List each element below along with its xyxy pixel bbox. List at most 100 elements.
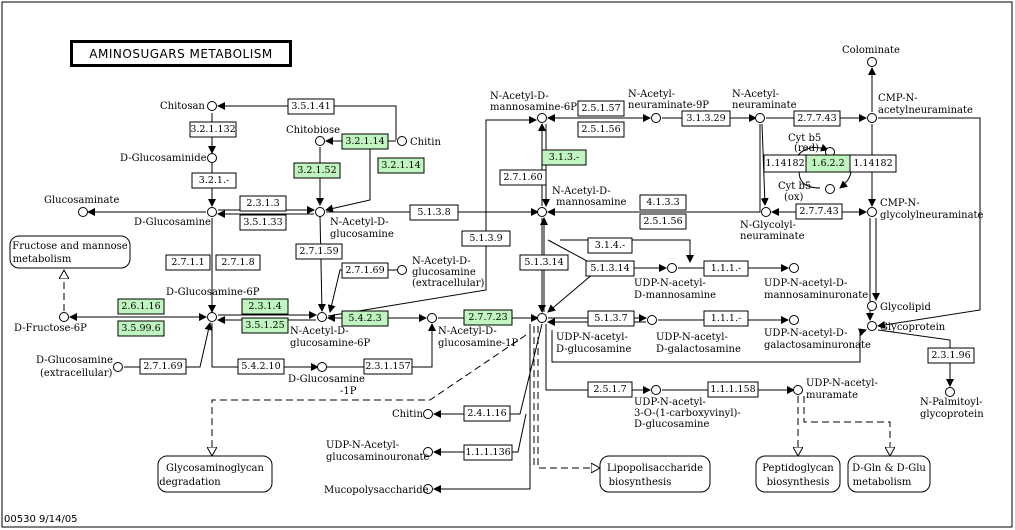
svg-text:5.4.2.10: 5.4.2.10 [241, 361, 280, 372]
label-glcnac-ex-2: glucosamine [412, 267, 476, 278]
svg-text:3.2.1.-: 3.2.1.- [199, 175, 229, 186]
label-glycolyl-1: N-Glycolyl- [740, 220, 796, 231]
label-glcnac6p-2: glucosamine-6P [290, 338, 371, 349]
map-lipopolysaccharide-biosynthesis[interactable]: Lipopolisaccharide biosynthesis [599, 455, 711, 493]
enzyme-2-5-1-56-a[interactable]: 2.5.1.56 [577, 121, 625, 138]
enzyme-2-5-1-57[interactable]: 2.5.1.57 [577, 100, 625, 117]
label-fru6p: D-Fructose-6P [14, 323, 87, 334]
label-glcnac-ex-1: N-Acetyl-D- [412, 256, 471, 267]
enzyme-3-2-1-14-b[interactable]: 3.2.1.14 [377, 157, 425, 174]
enzyme-5-1-3-7[interactable]: 5.1.3.7 [587, 310, 635, 327]
enzyme-2-5-1-56-b[interactable]: 2.5.1.56 [639, 213, 687, 230]
label-udpmur-1: UDP-N-acetyl- [806, 378, 878, 389]
enzyme-1-14182-a[interactable]: 1.14182 [763, 154, 807, 173]
label-d-glucosamine: D-Glucosamine [134, 217, 211, 228]
svg-text:2.7.7.43: 2.7.7.43 [799, 206, 838, 217]
enzyme-2-3-1-96[interactable]: 2.3.1.96 [927, 347, 975, 364]
label-glycoprotein: Glycoprotein [880, 322, 946, 333]
label-glucosaminide: D-Glucosaminide [120, 153, 207, 164]
enzyme-3-2-1-52[interactable]: 3.2.1.52 [293, 162, 341, 179]
enzyme-1-1-1-b[interactable]: 1.1.1.- [703, 310, 749, 327]
label-glcnac-ex-3: (extracellular) [412, 278, 485, 289]
label-udpcarb-1: UDP-N-acetyl- [634, 397, 706, 408]
svg-text:5.1.3.9: 5.1.3.9 [469, 233, 502, 244]
svg-text:degradation: degradation [159, 477, 221, 488]
svg-text:3.2.1.132: 3.2.1.132 [190, 124, 235, 135]
label-glcn-ex-2: (extracellular) [40, 368, 113, 379]
label-udpgalu-1: UDP-N-acetyl-D- [764, 328, 847, 339]
label-glcnac1p-2: glucosamine-1P [438, 338, 519, 349]
enzyme-2-7-7-43-b[interactable]: 2.7.7.43 [795, 203, 843, 220]
enzyme-5-1-3-9[interactable]: 5.1.3.9 [461, 230, 511, 247]
label-mannac-1: N-Acetyl-D- [552, 186, 611, 197]
label-cytb5-ox-1: Cyt b5 [778, 181, 811, 192]
label-chitobiose: Chitobiose [286, 125, 340, 136]
svg-text:Lipopolisaccharide: Lipopolisaccharide [607, 463, 703, 474]
enzyme-5-4-2-3[interactable]: 5.4.2.3 [341, 310, 389, 327]
enzyme-2-5-1-7[interactable]: 2.5.1.7 [587, 381, 633, 398]
svg-text:2.3.1.4: 2.3.1.4 [248, 301, 281, 312]
enzyme-2-7-1-8[interactable]: 2.7.1.8 [215, 254, 261, 271]
enzyme-4-1-3-3[interactable]: 4.1.3.3 [639, 194, 687, 211]
enzyme-2-3-1-4[interactable]: 2.3.1.4 [241, 298, 289, 315]
enzyme-3-2-1-132[interactable]: 3.2.1.132 [189, 121, 237, 138]
svg-text:2.6.1.16: 2.6.1.16 [121, 301, 160, 312]
svg-text:Peptidoglycan: Peptidoglycan [762, 463, 834, 474]
map-title: AMINOSUGARS METABOLISM [70, 40, 292, 67]
enzyme-3-2-1[interactable]: 3.2.1.- [191, 172, 237, 189]
enzyme-2-7-1-69-b[interactable]: 2.7.1.69 [139, 358, 187, 375]
enzyme-3-5-1-33[interactable]: 3.5.1.33 [239, 214, 287, 231]
svg-text:5.4.2.3: 5.4.2.3 [348, 313, 381, 324]
compound-labels: Chitosan D-Glucosaminide Chitobiose Chit… [14, 45, 984, 496]
enzyme-5-4-2-10[interactable]: 5.4.2.10 [237, 358, 285, 375]
enzyme-2-7-1-59[interactable]: 2.7.1.59 [295, 243, 343, 260]
label-glcnac1p-1: N-Acetyl-D- [438, 326, 497, 337]
enzyme-2-7-1-1[interactable]: 2.7.1.1 [165, 254, 211, 271]
label-udpglc-2: D-glucosamine [556, 344, 631, 355]
enzyme-3-1-3-29[interactable]: 3.1.3.29 [681, 110, 731, 127]
svg-text:Fructose and mannose: Fructose and mannose [12, 241, 127, 252]
enzyme-3-2-1-14-a[interactable]: 3.2.1.14 [341, 133, 389, 150]
enzyme-2-3-1-3[interactable]: 2.3.1.3 [239, 195, 287, 212]
enzyme-2-7-7-23[interactable]: 2.7.7.23 [463, 309, 513, 326]
label-udpman-2: D-mannosamine [634, 290, 716, 301]
enzyme-2-7-1-60[interactable]: 2.7.1.60 [499, 169, 547, 186]
enzyme-2-3-1-157[interactable]: 2.3.1.157 [363, 358, 413, 375]
enzyme-1-1-1-a[interactable]: 1.1.1.- [703, 260, 749, 277]
enzyme-2-6-1-16[interactable]: 2.6.1.16 [117, 298, 165, 315]
label-udpglcu-2: glucosaminouronate [326, 452, 430, 463]
svg-text:2.3.1.157: 2.3.1.157 [365, 361, 410, 372]
svg-text:3.1.4.-: 3.1.4.- [595, 240, 625, 251]
label-udpcarb-2: 3-O-(1-carboxyvinyl)- [634, 408, 741, 419]
enzyme-2-7-7-43-a[interactable]: 2.7.7.43 [793, 110, 841, 127]
enzyme-1-1-1-136[interactable]: 1.1.1.136 [463, 444, 513, 461]
enzyme-1-6-2-2[interactable]: 1.6.2.2 [805, 154, 851, 173]
enzyme-2-7-1-69-a[interactable]: 2.7.1.69 [341, 262, 389, 279]
label-udpmur-2: muramate [806, 390, 858, 401]
label-udpmanu-2: mannosaminuronate [764, 290, 868, 301]
svg-text:2.5.1.56: 2.5.1.56 [581, 124, 620, 135]
enzyme-3-5-1-41[interactable]: 3.5.1.41 [287, 98, 335, 115]
svg-text:3.5.1.33: 3.5.1.33 [243, 217, 282, 228]
enzyme-3-5-1-25[interactable]: 3.5.1.25 [241, 317, 289, 334]
svg-text:2.3.1.96: 2.3.1.96 [931, 350, 970, 361]
enzyme-5-1-3-8[interactable]: 5.1.3.8 [409, 204, 459, 221]
enzyme-3-5-99-6[interactable]: 3.5.99.6 [117, 320, 165, 337]
enzyme-2-4-1-16[interactable]: 2.4.1.16 [463, 405, 511, 422]
enzyme-5-1-3-14-a[interactable]: 5.1.3.14 [519, 254, 569, 271]
enzyme-1-14182-b[interactable]: 1.14182 [849, 154, 897, 173]
svg-text:2.5.1.57: 2.5.1.57 [581, 103, 620, 114]
svg-text:1.6.2.2: 1.6.2.2 [811, 158, 844, 169]
enzyme-5-1-3-14-b[interactable]: 5.1.3.14 [585, 260, 635, 277]
enzyme-3-1-3[interactable]: 3.1.3.- [541, 149, 587, 166]
enzyme-3-1-4[interactable]: 3.1.4.- [587, 237, 633, 254]
label-neu-2: neuraminate [732, 100, 797, 111]
svg-text:4.1.3.3: 4.1.3.3 [646, 197, 679, 208]
svg-text:biosynthesis: biosynthesis [609, 477, 672, 488]
enzyme-1-1-1-158[interactable]: 1.1.1.158 [707, 381, 759, 398]
